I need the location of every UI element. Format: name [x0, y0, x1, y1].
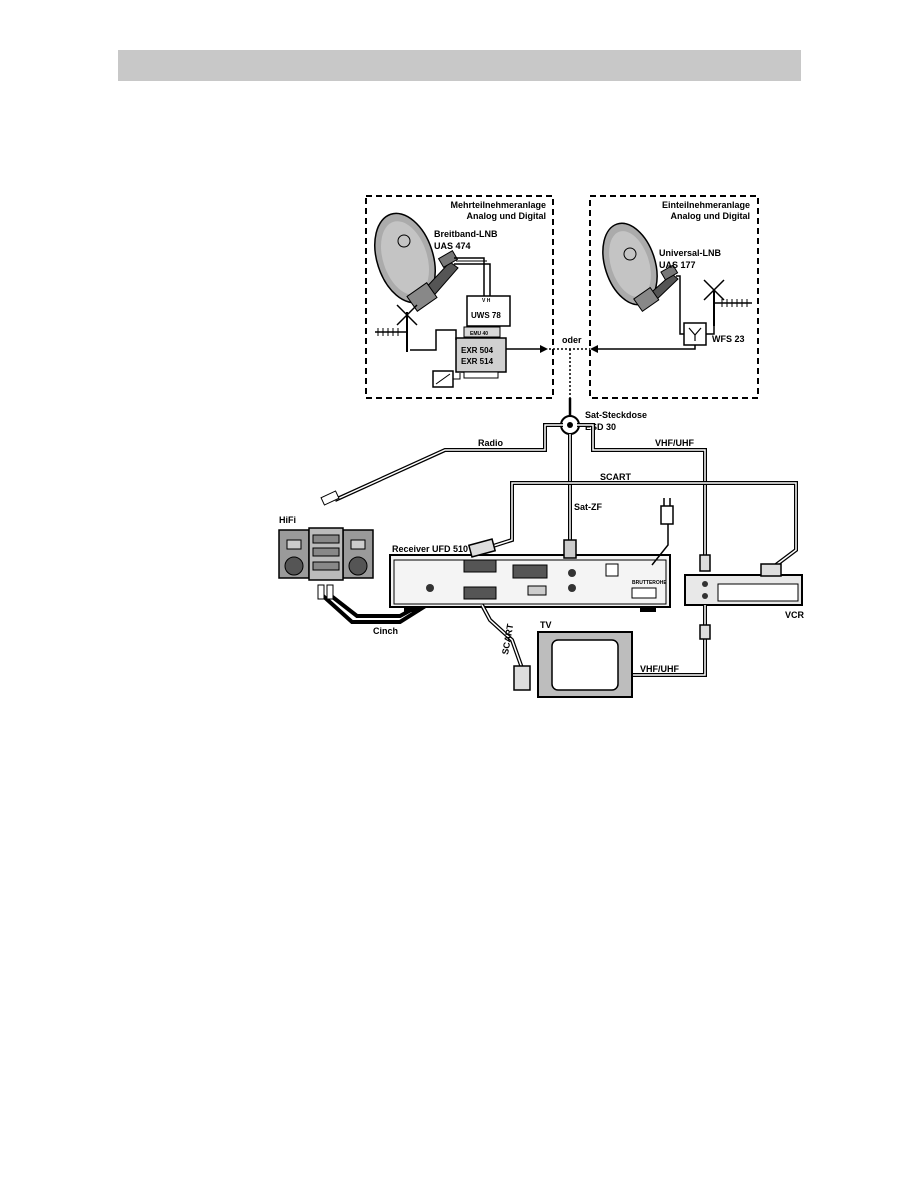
wfs-combiner	[683, 322, 707, 346]
broadband-lnb-label-2: UAS 474	[434, 241, 471, 251]
terrestrial-antenna-right-icon	[703, 279, 752, 326]
universal-lnb-label-2: UAS 177	[659, 260, 696, 270]
emu-unit	[463, 326, 501, 338]
uws-switch	[466, 295, 511, 327]
emu-label: EMU 40	[470, 331, 488, 337]
multi-user-box	[365, 195, 554, 399]
terrestrial-antenna-icon	[375, 304, 418, 352]
socket-label-1: Sat-Steckdose	[585, 410, 647, 420]
uws-label: UWS 78	[471, 311, 501, 320]
receiver-label: Receiver UFD 510	[392, 544, 468, 554]
uws-ports-label: V H	[482, 298, 491, 304]
hifi-label: HiFi	[279, 515, 296, 525]
single-box-title-2: Analog und Digital	[671, 211, 751, 221]
receiver-brand: BRUTTEROHE	[632, 580, 667, 586]
single-box-title-1: Einteilnehmeranlage	[662, 200, 750, 210]
receiver-unit: BRUTTEROHE	[389, 554, 671, 612]
broadband-lnb-label-1: Breitband-LNB	[434, 229, 498, 239]
sat-zf-label: Sat-ZF	[574, 502, 603, 512]
section-header-bar	[118, 50, 801, 81]
oder-label: oder	[562, 335, 582, 345]
vcr-unit	[684, 563, 803, 606]
scart-top-label: SCART	[600, 472, 632, 482]
wfs-label: WFS 23	[712, 334, 745, 344]
tv-label: TV	[540, 620, 552, 630]
vhf-uhf-bottom-label: VHF/UHF	[640, 664, 679, 674]
exr-multiswitch	[455, 337, 507, 373]
vcr-label: VCR	[785, 610, 805, 620]
socket-label-2: ESD 30	[585, 422, 616, 432]
vhf-uhf-top-label: VHF/UHF	[655, 438, 694, 448]
cinch-label: Cinch	[373, 626, 398, 636]
multi-box-title-2: Analog und Digital	[467, 211, 547, 221]
hifi-system	[278, 527, 374, 581]
universal-lnb-label-1: Universal-LNB	[659, 248, 722, 258]
satellite-dish-icon	[374, 212, 459, 312]
single-user-box	[589, 195, 759, 399]
exr-label-2: EXR 514	[461, 357, 494, 366]
exr-label-1: EXR 504	[461, 346, 494, 355]
radio-label: Radio	[478, 438, 504, 448]
tv-set	[537, 631, 633, 698]
satellite-dish-right-icon	[602, 222, 679, 312]
power-plug-icon	[660, 505, 674, 525]
multi-box-title-1: Mehrteilnehmeranlage	[450, 200, 546, 210]
